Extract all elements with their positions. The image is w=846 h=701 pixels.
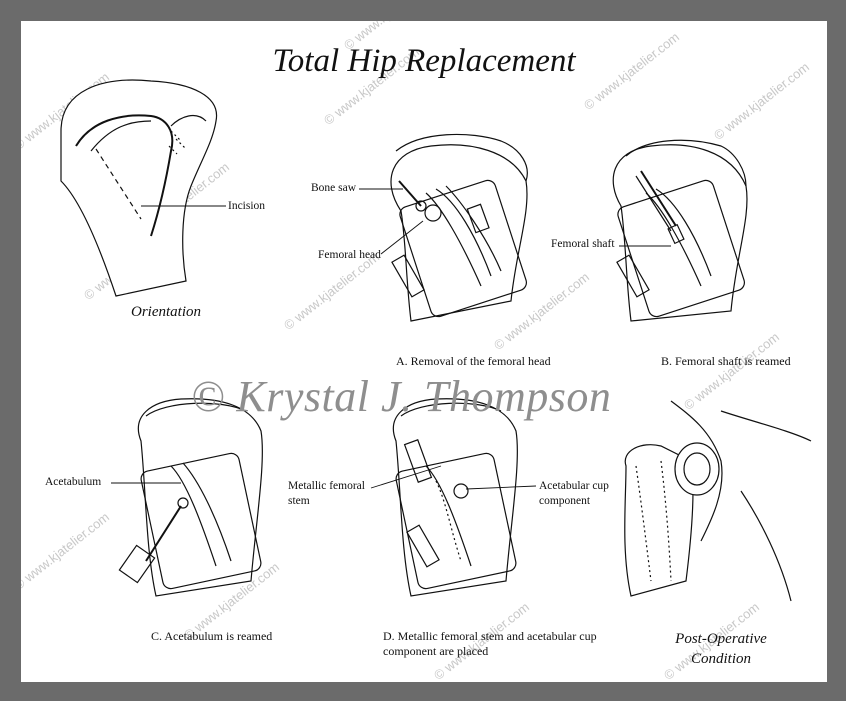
- panel-a-caption: A. Removal of the femoral head: [396, 354, 551, 368]
- post-op-caption-2: Condition: [690, 651, 751, 667]
- panel-d-caption-2: component are placed: [383, 644, 489, 658]
- illustration-frame: © www.kjatelier.com © www.kjatelier.com …: [21, 21, 827, 682]
- acetabular-cup-label-1: Acetabular cup: [539, 480, 609, 492]
- femoral-stem-label-2: stem: [288, 495, 310, 507]
- incision-label: Incision: [228, 200, 266, 212]
- femoral-stem-label-1: Metallic femoral: [288, 480, 365, 492]
- panel-c-drawing: [111, 398, 263, 597]
- copyright-text: © Krystal J. Thompson: [191, 372, 612, 421]
- post-op-caption-1: Post-Operative: [675, 631, 767, 647]
- orientation-caption: Orientation: [131, 304, 201, 320]
- acetabulum-label: Acetabulum: [45, 476, 102, 488]
- femoral-shaft-label: Femoral shaft: [551, 238, 615, 250]
- femoral-head-label: Femoral head: [318, 249, 381, 261]
- bone-saw-label: Bone saw: [311, 182, 357, 194]
- drawings: [60, 79, 812, 602]
- panel-b-drawing: [612, 139, 748, 322]
- post-op-drawing: [624, 400, 812, 602]
- diagram-title: Total Hip Replacement: [272, 43, 576, 79]
- panel-d-caption-1: D. Metallic femoral stem and acetabular …: [383, 629, 597, 643]
- panel-b-caption: B. Femoral shaft is reamed: [661, 354, 791, 368]
- orientation-drawing: [60, 79, 226, 297]
- acetabular-cup-label-2: component: [539, 495, 591, 507]
- panel-d-drawing: [370, 398, 537, 597]
- panel-c-caption: C. Acetabulum is reamed: [151, 629, 273, 643]
- panel-a-drawing: [359, 133, 528, 322]
